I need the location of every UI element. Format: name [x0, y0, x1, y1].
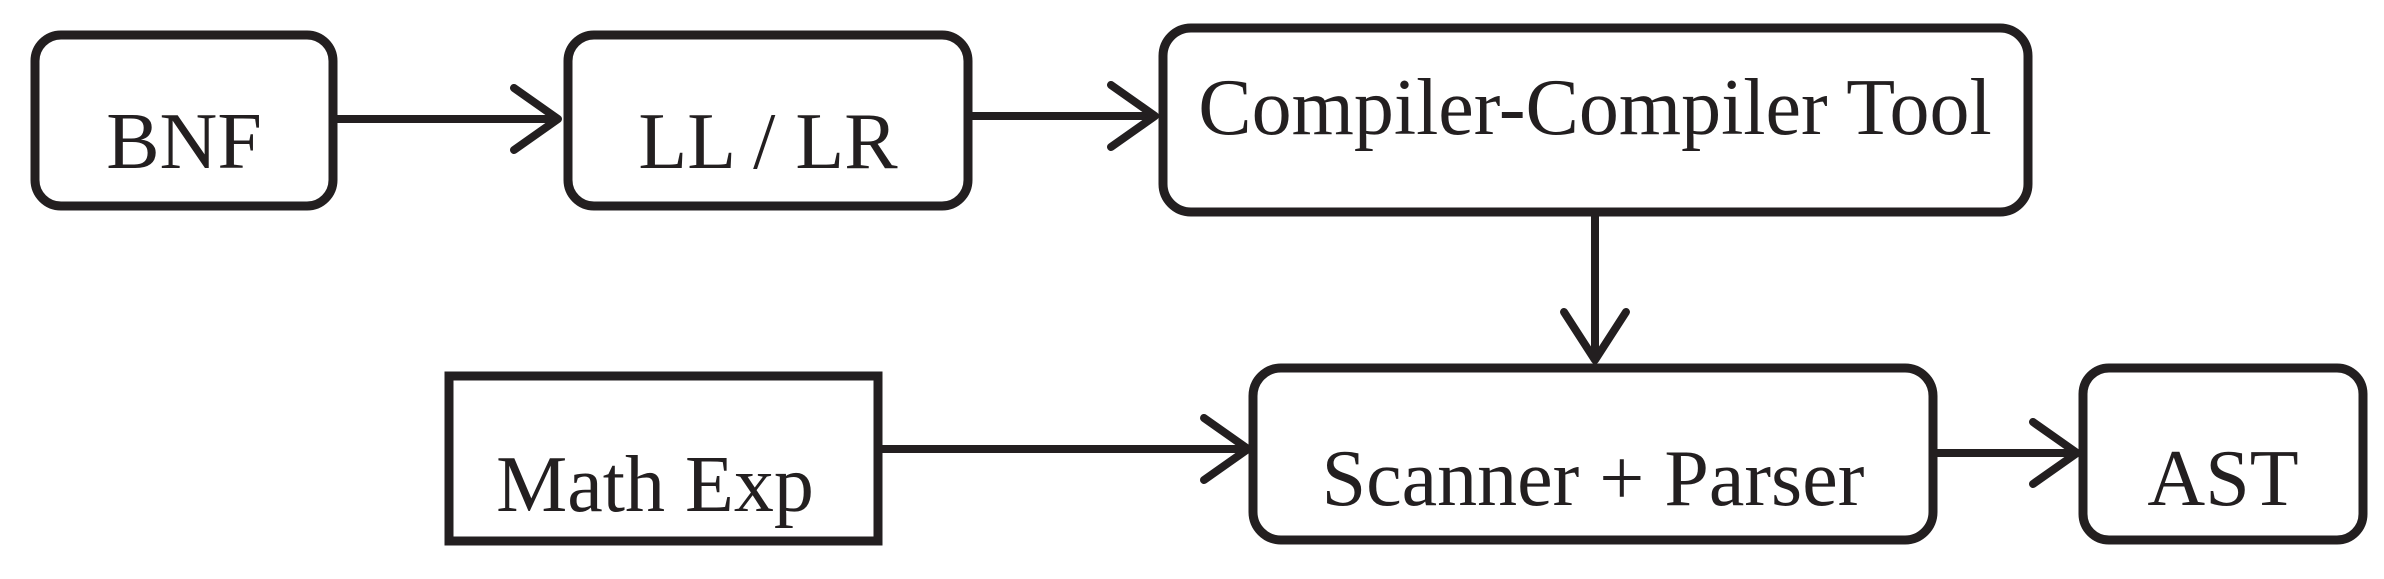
- edge-bnf-to-ll-lr: [331, 84, 562, 154]
- node-scanner-parser: Scanner + Parser: [1248, 363, 1938, 545]
- node-bnf: BNF: [30, 30, 338, 211]
- node-ll-lr: LL / LR: [563, 30, 973, 211]
- edge-ll-lr-to-compiler-tool: [966, 81, 1159, 151]
- node-box: [1248, 363, 1938, 545]
- node-ast: AST: [2078, 363, 2368, 545]
- node-box: [30, 30, 338, 211]
- arrowhead-icon: [1107, 81, 1159, 151]
- edge-compiler-tool-to-scanner-parser: [1560, 210, 1630, 364]
- node-label-ast: AST: [2147, 435, 2298, 523]
- node-label-ll-lr: LL / LR: [638, 98, 898, 186]
- node-box: [444, 371, 883, 546]
- edge-scanner-parser-to-ast: [1931, 418, 2081, 488]
- node-label-bnf: BNF: [106, 98, 262, 186]
- arrowhead-icon: [1560, 308, 1630, 364]
- node-box: [1158, 23, 2033, 217]
- arrowhead-icon: [510, 84, 562, 154]
- node-label-compiler-tool: Compiler-Compiler Tool: [1198, 64, 1991, 152]
- node-box: [563, 30, 973, 211]
- arrowhead-icon: [1200, 414, 1252, 484]
- node-label-math-exp: Math Exp: [496, 441, 814, 529]
- node-box: [2078, 363, 2368, 545]
- edge-math-exp-to-scanner-parser: [876, 414, 1252, 484]
- arrowhead-icon: [2029, 418, 2081, 488]
- node-label-scanner-parser: Scanner + Parser: [1322, 435, 1865, 523]
- node-math-exp: Math Exp: [444, 371, 883, 546]
- node-compiler-tool: Compiler-Compiler Tool: [1158, 23, 2033, 217]
